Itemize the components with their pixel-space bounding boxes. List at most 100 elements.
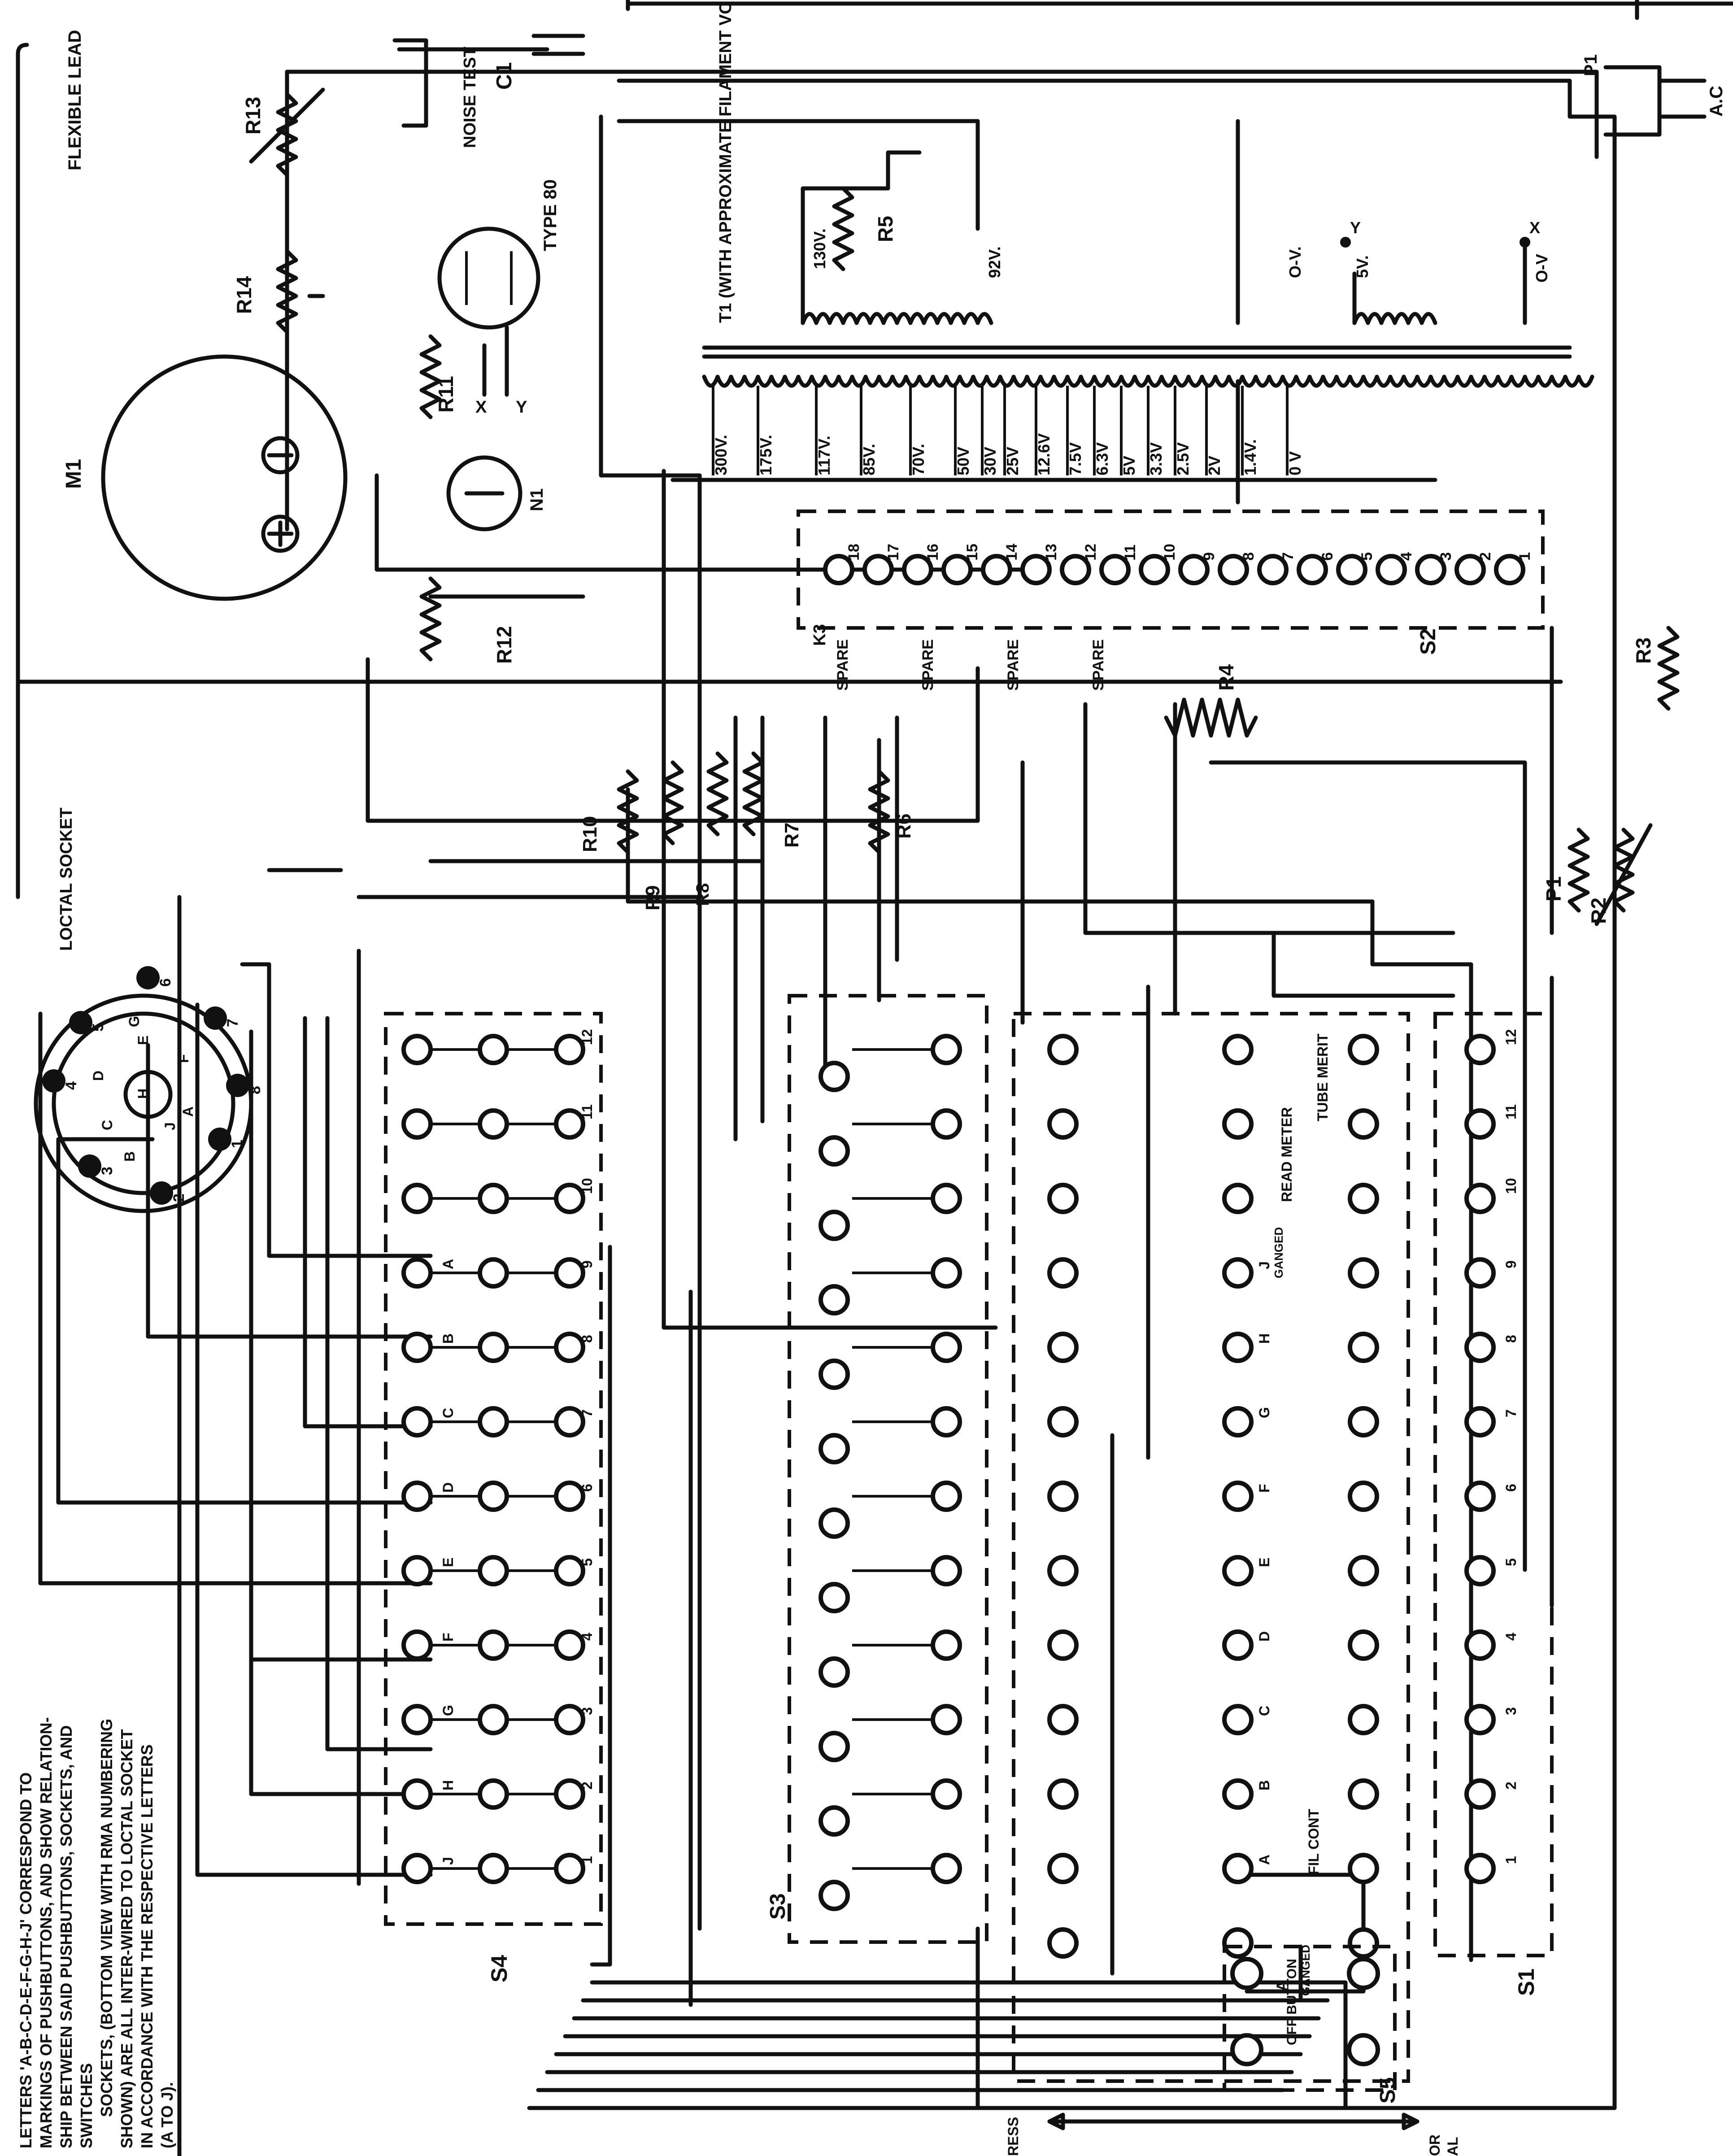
noise-test-label: NOISE TEST	[461, 47, 479, 148]
s4-number: 6	[579, 1484, 595, 1492]
ress-fragment: RESS	[1005, 2117, 1021, 2156]
s4-terminal	[401, 1332, 433, 1363]
s4-terminal	[478, 1778, 509, 1810]
s1-number: 11	[1503, 1104, 1519, 1119]
s2-terminal	[823, 554, 854, 585]
loctal-pin-label: 2	[170, 1193, 187, 1202]
s4-number: 8	[579, 1335, 595, 1343]
loctal-letter: H	[135, 1089, 151, 1099]
s2-pin-label: 7	[1280, 552, 1297, 561]
s3-terminal	[819, 1210, 850, 1241]
resistor-r3: R3	[1632, 626, 1680, 711]
r6-label: R6	[893, 814, 915, 839]
s4-terminal	[401, 1853, 433, 1884]
loctal-pin-label: 6	[157, 978, 174, 987]
plug-p1: P1 A.C	[1581, 54, 1726, 137]
tap-label: 2.5V	[1174, 442, 1192, 475]
svg-text:5V.: 5V.	[1353, 255, 1372, 278]
s3-terminal	[931, 1629, 962, 1661]
resistor-r5: R5	[832, 150, 922, 271]
mid-terminal	[1348, 1257, 1379, 1289]
mid-terminal	[1222, 1406, 1254, 1437]
mid-terminal	[1222, 1108, 1254, 1140]
s2-terminal	[862, 554, 894, 585]
s2-terminal	[1257, 554, 1289, 585]
s4-terminal	[478, 1704, 509, 1735]
r4-label: R4	[1215, 664, 1238, 691]
meter-m1: M1	[62, 354, 348, 601]
loctal-pin	[42, 1069, 65, 1093]
p1b-label: P1	[1542, 876, 1565, 902]
mid-letter: D	[1256, 1631, 1272, 1642]
s1-number: 2	[1503, 1781, 1519, 1790]
s4-terminal	[478, 1183, 509, 1214]
t1-label: T1 (WITH APPROXIMATE FILAMENT VOLTAGES)	[716, 0, 735, 323]
r2-label: R2	[1587, 897, 1610, 924]
loctal-pin-label: 4	[63, 1081, 80, 1090]
mid-terminal	[1222, 1629, 1254, 1661]
flexible-lead-label: FLEXIBLE LEAD	[65, 30, 85, 170]
k3-label: K3	[810, 624, 829, 646]
loctal-pin	[204, 1006, 227, 1030]
s5-a: A	[1274, 1980, 1291, 1991]
s3-terminal	[931, 1778, 962, 1810]
mid-letter: B	[1256, 1780, 1272, 1790]
loctal-pin	[78, 1154, 101, 1178]
t1-top-labels: 130V. 92V. O-V. Y 5V. X O-V	[810, 218, 1551, 283]
s2-pin-label: 2	[1477, 552, 1494, 561]
s1-number: 10	[1503, 1178, 1519, 1194]
s3-terminal	[931, 1481, 962, 1512]
mid-terminal	[1222, 1927, 1254, 1959]
r7-label: R7	[781, 823, 803, 848]
s1-number: 1	[1503, 1856, 1519, 1864]
s3-label: S3	[766, 1893, 790, 1920]
r12-label: R12	[492, 626, 516, 664]
mid-terminal	[1348, 1778, 1379, 1810]
s4-label: S4	[487, 1955, 512, 1982]
svg-text:O-V.: O-V.	[1286, 246, 1304, 278]
loctal-pin-label: 7	[224, 1019, 241, 1027]
s4-number: 11	[579, 1104, 595, 1119]
s3-terminal	[931, 1108, 962, 1140]
s1-number: 5	[1503, 1558, 1519, 1566]
resistor-p1-lower: P1	[1542, 828, 1590, 913]
tap-label: 1.4V.	[1241, 439, 1259, 475]
s1-number: 6	[1503, 1484, 1519, 1492]
s3-terminal	[819, 1433, 850, 1464]
loctal-pin-label: 3	[99, 1167, 116, 1175]
tap-label: 5V	[1120, 456, 1138, 475]
resistor-r12: R12	[419, 576, 585, 664]
s3-terminal	[819, 1061, 850, 1092]
s4-terminal	[478, 1332, 509, 1363]
tube-y-label: Y	[516, 398, 527, 417]
s4-terminal	[478, 1853, 509, 1884]
r10-label: R10	[579, 816, 601, 852]
r8-label: R8	[693, 883, 713, 906]
r13-label: R13	[241, 97, 265, 135]
mid-terminal	[1348, 1183, 1379, 1214]
svg-text:Y: Y	[1350, 218, 1361, 237]
mid-terminal	[1222, 1778, 1254, 1810]
s2-pin-label: 6	[1319, 552, 1336, 561]
s3-terminal	[931, 1034, 962, 1065]
s2-terminal	[1060, 554, 1091, 585]
or-fragment: OR	[1427, 2134, 1443, 2156]
resistor-r14: R14	[232, 249, 325, 334]
tube-type-80: TYPE 80 X Y	[437, 179, 560, 417]
s5-off-button: OFF BUTTON	[1285, 1959, 1299, 2045]
resistor-bank: R10 R9 R8 R7 R6	[579, 751, 915, 910]
ganged-label: GANGED	[1272, 1227, 1285, 1278]
mid-terminal	[1047, 1406, 1079, 1437]
p1-label: P1	[1581, 54, 1601, 76]
mid-letter: C	[1256, 1706, 1272, 1716]
s1-terminal	[1464, 1183, 1496, 1214]
mid-terminal	[1047, 1481, 1079, 1512]
mid-terminal	[1047, 1629, 1079, 1661]
s2-pin-label: 14	[1003, 544, 1020, 561]
mid-terminal	[1047, 1108, 1079, 1140]
s2-terminal	[1494, 554, 1525, 585]
tap-label: 175V.	[757, 435, 775, 475]
